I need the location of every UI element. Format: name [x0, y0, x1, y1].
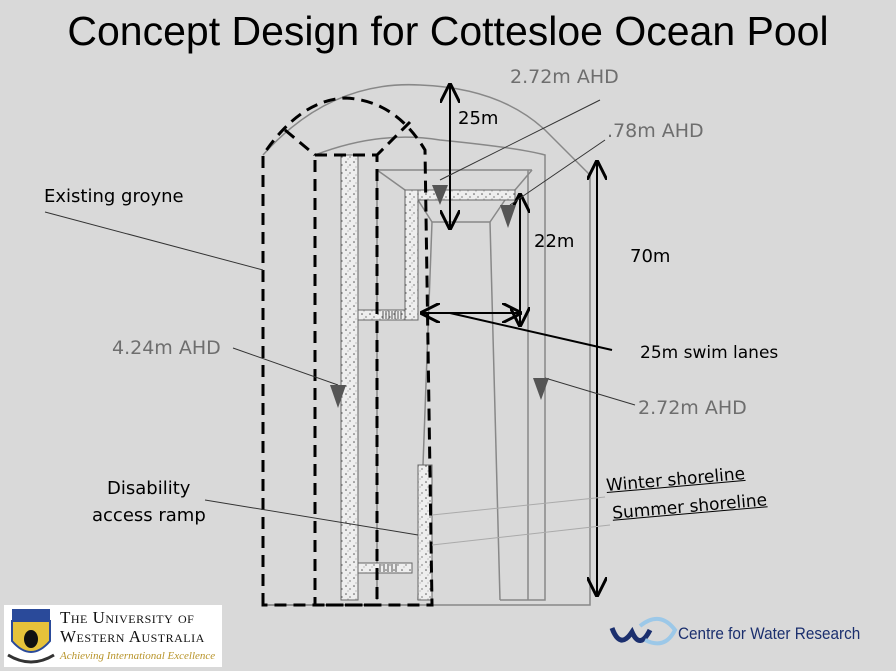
uwa-crest-icon: [7, 609, 55, 664]
uwa-motto: Achieving International Excellence: [60, 650, 216, 662]
level-markers: [330, 185, 549, 408]
label-level-top: 2.72m AHD: [510, 66, 619, 88]
label-level-groyne: 4.24m AHD: [112, 337, 221, 359]
level-marker-icon: [500, 205, 516, 228]
label-ramp-line2: access ramp: [92, 505, 206, 526]
label-dim-70m: 70m: [630, 246, 671, 267]
uwa-name-line1: The University of: [60, 608, 195, 627]
label-swim-lanes: 25m swim lanes: [640, 343, 779, 363]
existing-groyne-outline: [261, 96, 434, 607]
uwa-name-line2: Western Australia: [60, 627, 205, 646]
level-marker-icon: [533, 378, 549, 400]
concrete-walls: [340, 154, 516, 601]
level-marker-icon: [330, 385, 346, 408]
cwr-logo-text: Centre for Water Research: [678, 624, 861, 643]
uwa-logo: The University of Western Australia Achi…: [4, 605, 222, 667]
dimension-arrows: [422, 85, 613, 595]
label-dim-22m: 22m: [534, 231, 575, 252]
label-dim-25m: 25m: [458, 108, 499, 129]
leader-lines: [44, 99, 636, 546]
label-ramp-line1: Disability: [107, 478, 191, 499]
label-existing-groyne: Existing groyne: [44, 186, 184, 207]
steps: [379, 311, 402, 572]
label-level-right: 2.72m AHD: [638, 397, 747, 419]
slide-title: Concept Design for Cottesloe Ocean Pool: [67, 8, 829, 54]
level-marker-icon: [432, 185, 448, 205]
label-level-inner: .78m AHD: [607, 120, 704, 142]
